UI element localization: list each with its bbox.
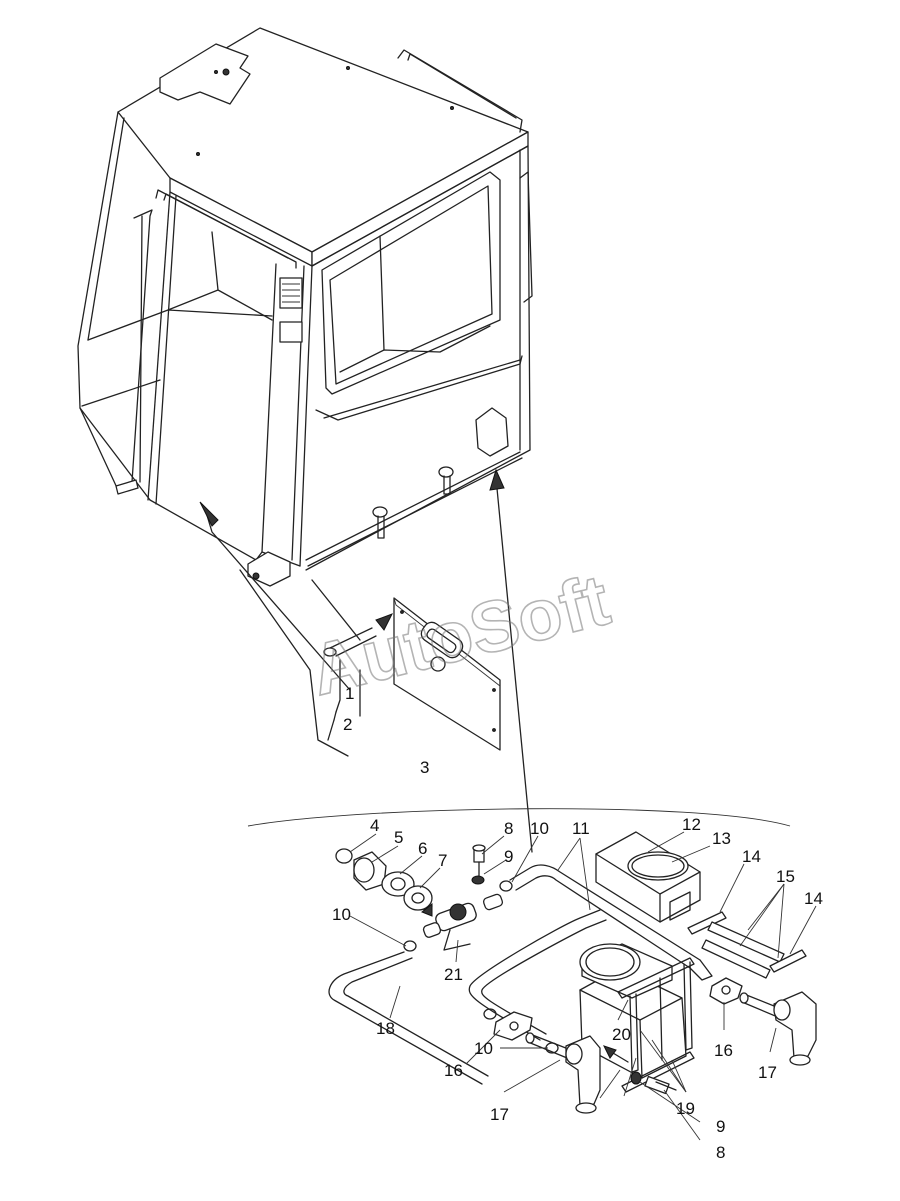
callout-15: 15 (776, 867, 795, 886)
cover-plate (393, 597, 501, 751)
callout-5: 5 (394, 828, 403, 847)
callout-9-lower: 9 (716, 1117, 725, 1136)
callout-12: 12 (682, 815, 701, 834)
callout-7: 7 (438, 851, 447, 870)
callout-8: 8 (504, 819, 513, 838)
callout-13: 13 (712, 829, 731, 848)
callout-10-lower: 10 (474, 1039, 493, 1058)
callout-1: 1 (345, 684, 354, 703)
callout-17-right: 17 (758, 1063, 777, 1082)
callout-14: 14 (742, 847, 761, 866)
heater-system (328, 831, 817, 1114)
section-divider (247, 808, 791, 827)
callout-19: 19 (676, 1099, 695, 1118)
callout-17-lower: 17 (490, 1105, 509, 1124)
elbow-pipe (739, 991, 817, 1066)
callout-labels: 1 2 3 4 5 6 7 8 9 10 11 12 13 14 15 14 1… (332, 684, 823, 1162)
cab-assembly (77, 27, 533, 853)
hose-clamp (403, 940, 417, 952)
callout-2: 2 (343, 715, 352, 734)
cover-plate-group (239, 569, 501, 757)
callout-3: 3 (420, 758, 429, 777)
callout-14-right: 14 (804, 889, 823, 908)
tap-valve (421, 893, 504, 951)
callout-16-lower: 16 (444, 1061, 463, 1080)
elbow-pipe-lower (525, 1032, 601, 1114)
nut (471, 875, 485, 885)
callout-11: 11 (572, 819, 590, 838)
callout-4: 4 (370, 816, 379, 835)
callout-8-lower: 8 (716, 1143, 725, 1162)
callout-6: 6 (418, 839, 427, 858)
strip (687, 911, 727, 935)
callout-16-right: 16 (714, 1041, 733, 1060)
callout-10: 10 (530, 819, 549, 838)
plug (335, 848, 353, 864)
callout-20: 20 (612, 1025, 631, 1044)
callout-9: 9 (504, 847, 513, 866)
callout-18: 18 (376, 1019, 395, 1038)
callout-10-left: 10 (332, 905, 351, 924)
callout-21: 21 (444, 965, 463, 984)
leader-lines (349, 831, 817, 1141)
